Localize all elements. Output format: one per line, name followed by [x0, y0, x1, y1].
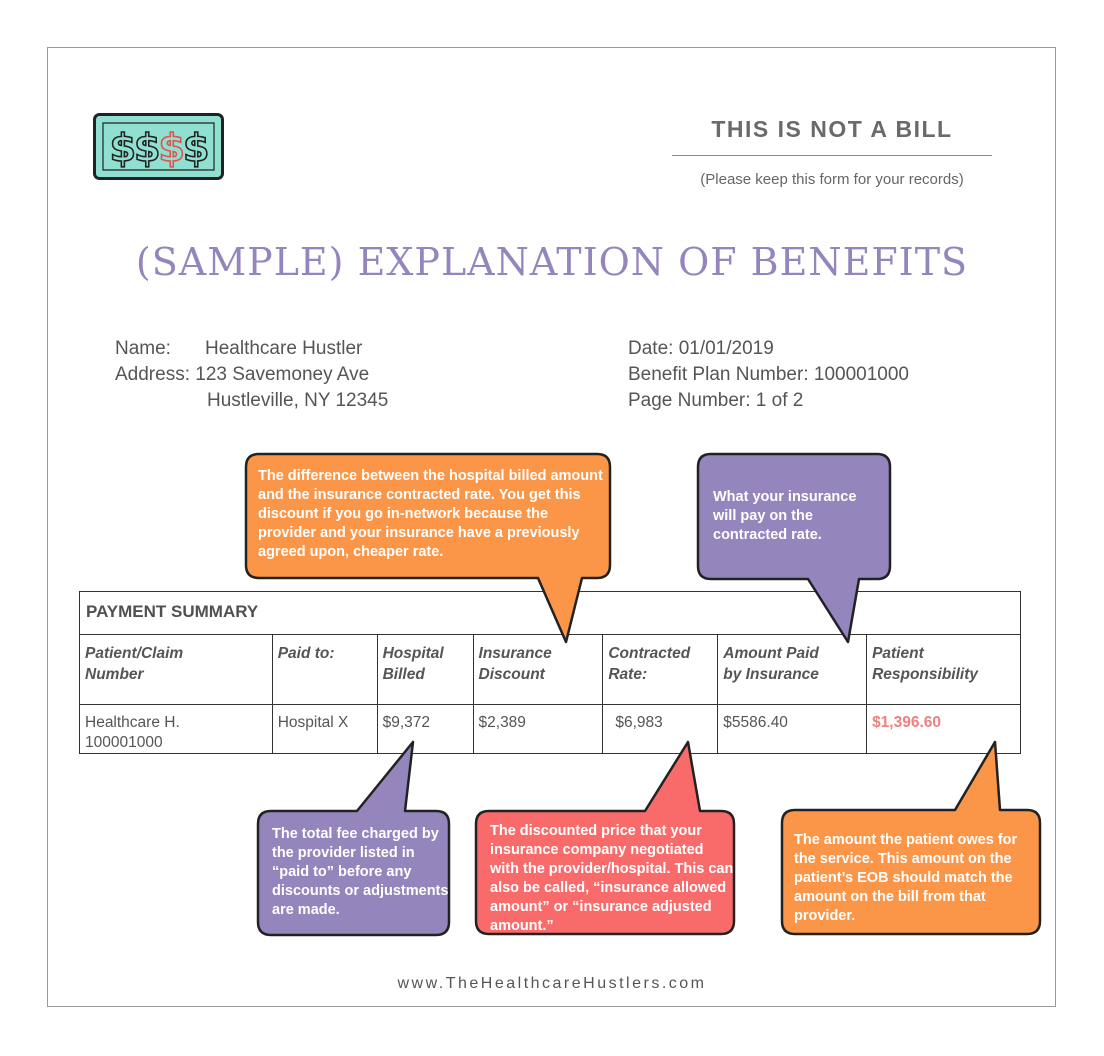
- callout-responsibility-text: The amount the patient owes for the serv…: [794, 832, 1018, 924]
- address-label: Address:: [115, 364, 190, 385]
- patient-name: Healthcare Hustler: [205, 338, 363, 359]
- cell-hospital-billed: $9,372: [376, 704, 474, 754]
- patient-info: Name: Healthcare Hustler Address: 123 Sav…: [115, 336, 388, 414]
- footer-url[interactable]: www.TheHealthcareHustlers.com: [397, 975, 707, 992]
- callout-discount-text: The difference between the hospital bill…: [258, 468, 603, 560]
- not-a-bill-heading: THIS IS NOT A BILL: [711, 116, 953, 142]
- page-number-line: Page Number: 1 of 2: [628, 390, 804, 411]
- callout-billed-text: The total fee charged by the provider li…: [272, 826, 449, 918]
- money-bill-icon: $$$$: [93, 113, 224, 180]
- cell-contracted-rate: $6,983: [602, 704, 719, 754]
- address-line2: Hustleville, NY 12345: [207, 390, 389, 411]
- callout-paid-text: What your insurance will pay on the cont…: [713, 489, 857, 543]
- cell-paid-to: Hospital X: [271, 704, 378, 754]
- cell-insurance-discount: $2,389: [472, 704, 604, 754]
- document-frame: [47, 47, 1056, 1007]
- cell-amount-paid: $5586.40: [717, 704, 868, 754]
- plan-number-line: Benefit Plan Number: 100001000: [628, 364, 909, 385]
- document-title: (SAMPLE) EXPLANATION OF BENEFITS: [135, 240, 969, 284]
- svg-text:$$$$: $$$$: [110, 126, 208, 170]
- callout-contracted-text: The discounted price that your insurance…: [490, 823, 734, 934]
- date-line: Date: 01/01/2019: [628, 338, 774, 359]
- header-paid-to: Paid to:: [271, 634, 378, 705]
- document-meta: Date: 01/01/2019 Benefit Plan Number: 10…: [628, 336, 909, 414]
- address-line1: 123 Savemoney Ave: [195, 364, 370, 385]
- keep-records-note: (Please keep this form for your records): [700, 171, 964, 188]
- cell-patient-claim: Healthcare H.100001000: [79, 704, 273, 754]
- name-label: Name:: [115, 338, 171, 359]
- heading-divider: [672, 155, 992, 156]
